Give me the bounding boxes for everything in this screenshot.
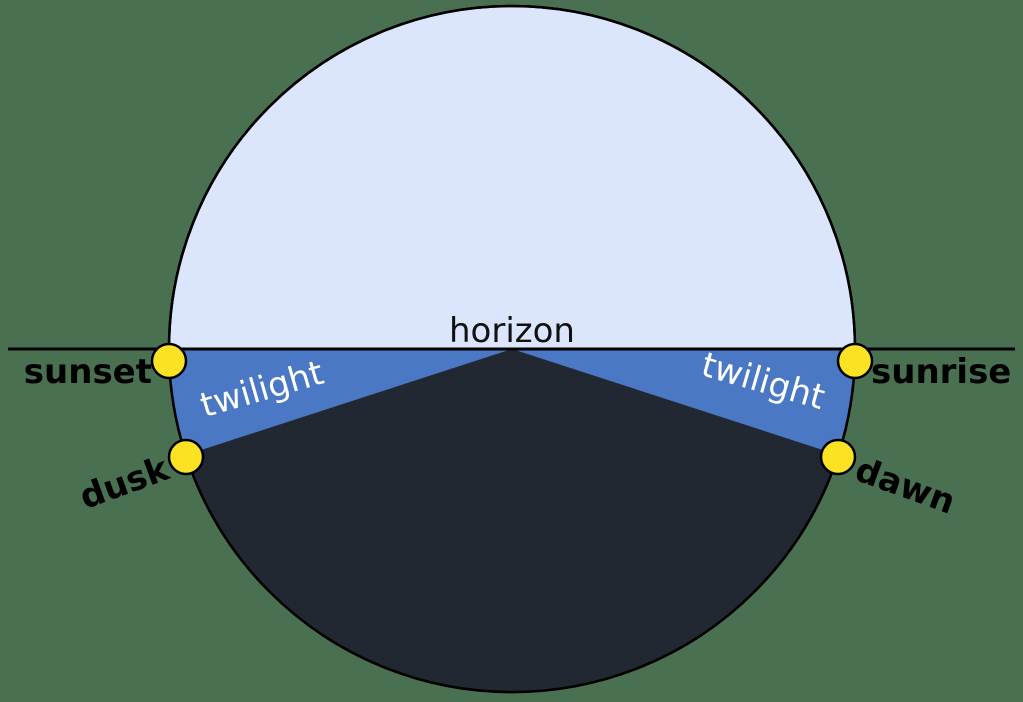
sunrise-label: sunrise xyxy=(871,352,1011,392)
dawn-marker[interactable] xyxy=(819,438,857,476)
sunset-marker[interactable] xyxy=(150,342,188,380)
sunset-label: sunset xyxy=(24,352,152,392)
dusk-marker[interactable] xyxy=(167,438,205,476)
sunrise-marker[interactable] xyxy=(836,342,874,380)
night-wedge xyxy=(185,349,839,692)
horizon-label: horizon xyxy=(449,311,575,351)
